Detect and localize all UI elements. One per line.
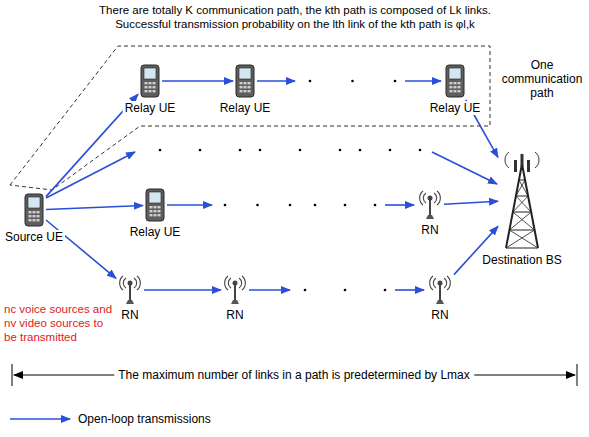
dot	[304, 289, 307, 292]
relay-node: RN	[418, 190, 442, 220]
dot	[199, 149, 202, 152]
node-label: RN	[119, 308, 140, 322]
dot	[419, 149, 422, 152]
phone-icon	[145, 188, 165, 222]
dot	[351, 80, 354, 83]
dot	[309, 80, 312, 83]
node-label: RN	[224, 308, 245, 322]
relay-node: RN	[118, 275, 142, 305]
legend-text: Open-loop transmissions	[78, 412, 211, 426]
legend-sample	[10, 418, 70, 420]
rn-icon	[223, 275, 247, 305]
dot	[359, 149, 362, 152]
path-callout: One communication path	[498, 58, 586, 100]
node-label: Relay UE	[128, 225, 183, 239]
transmission-arrow	[454, 226, 498, 274]
transmission-arrow	[46, 220, 116, 278]
relay-ue: Relay UE	[445, 64, 465, 98]
node-label: Destination BS	[480, 253, 563, 267]
node-label: RN	[419, 223, 440, 237]
phone-icon	[24, 193, 44, 227]
dot	[374, 204, 377, 207]
transmission-arrow	[444, 201, 498, 204]
rn-icon	[418, 190, 442, 220]
transmission-arrow	[144, 289, 221, 291]
phone-icon	[140, 64, 160, 98]
dot	[289, 204, 292, 207]
base-station: Destination BS	[500, 150, 544, 250]
node-label: Relay UE	[428, 101, 483, 115]
transmission-arrow	[162, 80, 233, 82]
source-ue: Source UE	[24, 193, 44, 227]
dot	[344, 204, 347, 207]
dot	[159, 149, 162, 152]
node-label: RN	[429, 308, 450, 322]
rn-icon	[428, 275, 452, 305]
header-note: There are totally K communication path, …	[70, 3, 520, 31]
transmission-arrow	[46, 205, 143, 209]
dot	[389, 149, 392, 152]
dot	[314, 204, 317, 207]
dot	[344, 289, 347, 292]
node-label: Relay UE	[123, 101, 178, 115]
path-outline	[10, 46, 490, 190]
dot	[259, 149, 262, 152]
dot	[239, 149, 242, 152]
dot	[394, 80, 397, 83]
relay-node: RN	[428, 275, 452, 305]
phone-icon	[235, 64, 255, 98]
relay-ue: Relay UE	[140, 64, 160, 98]
ellipsis-dots	[159, 80, 422, 292]
source-note: nc voice sources and nv video sources to…	[4, 302, 116, 344]
dot	[299, 149, 302, 152]
bs-icon	[500, 150, 544, 250]
dot	[256, 204, 259, 207]
rn-icon	[118, 275, 142, 305]
relay-ue: Relay UE	[145, 188, 165, 222]
node-label: Relay UE	[218, 101, 273, 115]
dot	[224, 204, 227, 207]
stub-arrows	[46, 81, 497, 290]
relay-node: RN	[223, 275, 247, 305]
relay-ue: Relay UE	[235, 64, 255, 98]
dimension-label: The maximum number of links in a path is…	[114, 368, 474, 382]
phone-icon	[445, 64, 465, 98]
dot	[384, 289, 387, 292]
dot	[339, 149, 342, 152]
dimension-bracket	[12, 364, 577, 386]
node-label: Source UE	[3, 230, 65, 244]
